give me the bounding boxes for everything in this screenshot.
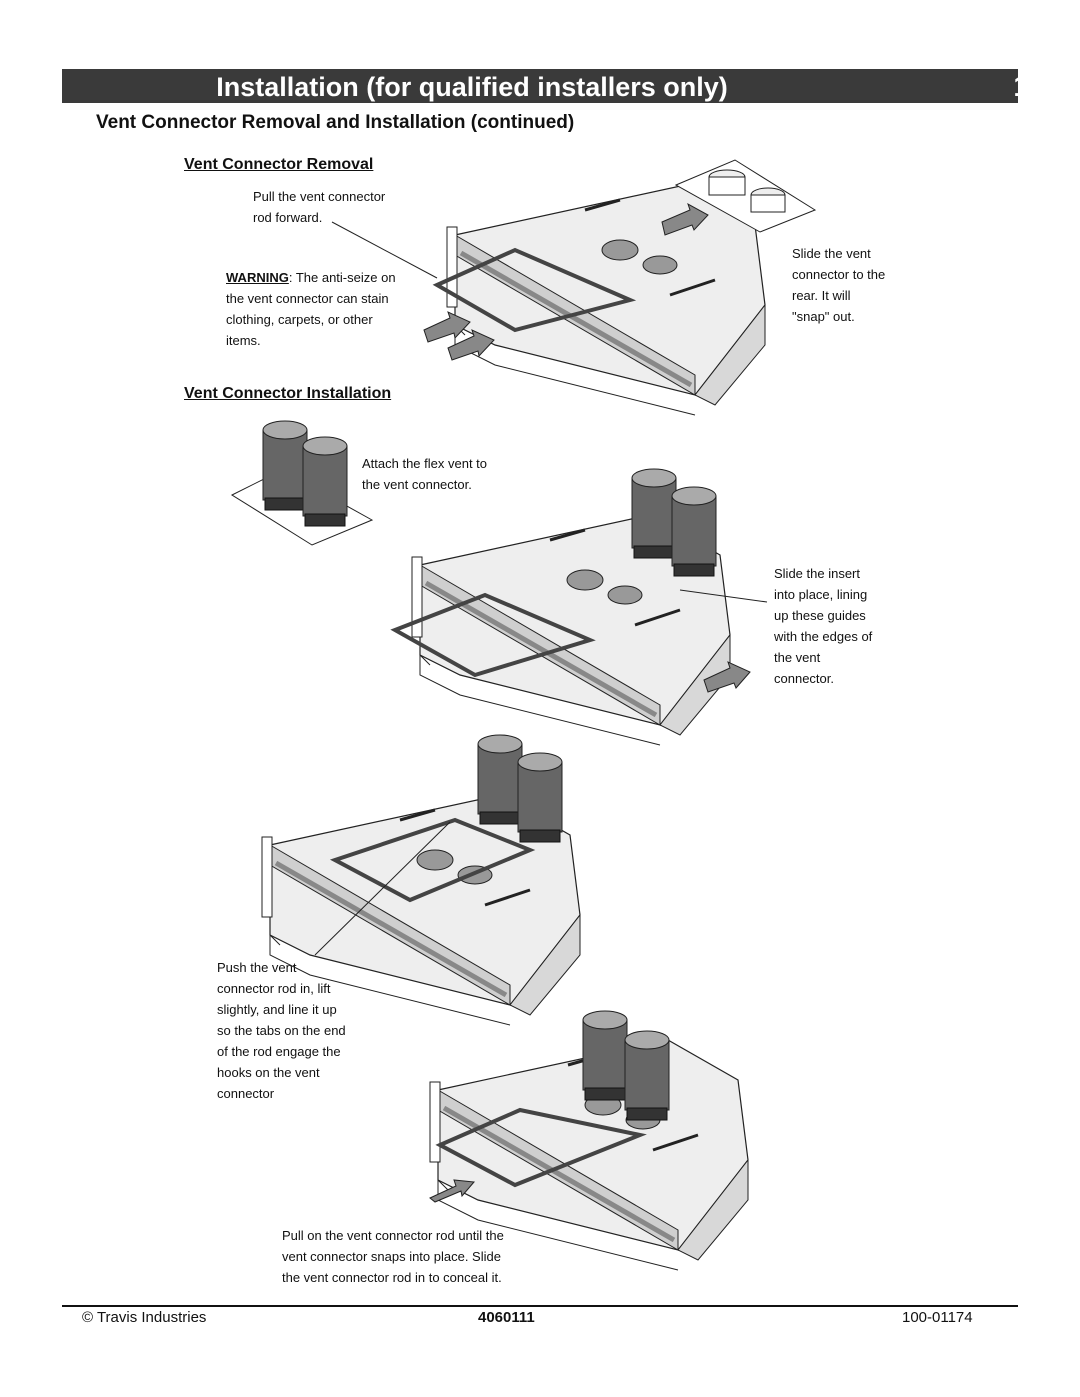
footer-doc-number: 4060111 <box>478 1309 535 1326</box>
installation-heading: Vent Connector Installation <box>184 385 392 402</box>
warning-text: : The anti-seize on the vent connector c… <box>226 270 396 348</box>
removal-heading: Vent Connector Removal <box>184 156 374 173</box>
push-rod-caption: Push the vent connector rod in, lift sli… <box>217 960 346 1101</box>
warning-note: WARNING: The anti-seize on the vent conn… <box>226 267 426 351</box>
attach-flex-caption: Attach the flex vent to the vent connect… <box>362 456 488 492</box>
page-header: Installation (for qualified installers o… <box>62 69 1046 103</box>
slide-insert-caption: Slide the insert into place, lining up t… <box>774 566 873 686</box>
page-title: Installation (for qualified installers o… <box>216 72 728 102</box>
footer-part-number: 100-01174 <box>902 1309 973 1326</box>
pull-snap-caption: Pull on the vent connector rod until the… <box>282 1228 504 1285</box>
footer-rule <box>62 1305 1018 1307</box>
page-number: 17 <box>1013 71 1046 103</box>
pull-rod-caption: Pull the vent connector rod forward. <box>253 189 386 225</box>
section-title: Vent Connector Removal and Installation … <box>96 112 575 133</box>
flex-vent-diagram <box>230 420 374 546</box>
slide-vent-caption: Slide the vent connector to the rear. It… <box>792 246 886 324</box>
removal-diagram <box>331 159 817 415</box>
pull-rod-diagram <box>430 1010 748 1270</box>
push-rod-diagram <box>262 734 580 1025</box>
footer-copyright: © Travis Industries <box>82 1309 207 1326</box>
warning-label: WARNING <box>226 270 289 285</box>
insert-slide-diagram <box>390 468 768 745</box>
